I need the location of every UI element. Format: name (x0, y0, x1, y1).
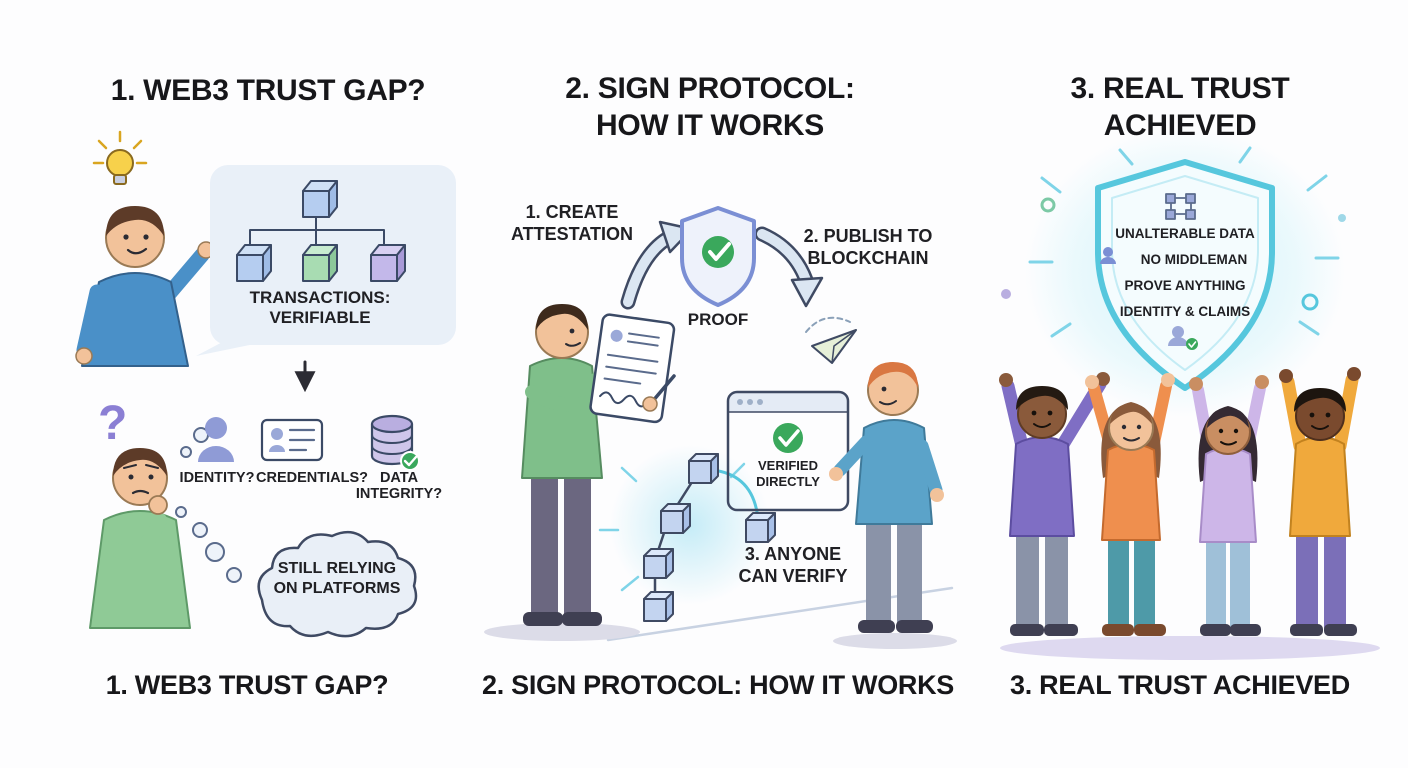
no-middleman-icon (1100, 247, 1116, 264)
step1-label-line1: 1. CREATE (525, 202, 619, 222)
panel1-art (75, 130, 456, 638)
attestor-person (484, 304, 640, 641)
step3-label-line2: CAN VERIFY (738, 566, 848, 586)
panel1-title: 1. WEB3 TRUST GAP? (110, 74, 426, 107)
arrow-proof-to-publish (754, 226, 824, 308)
label-identity: IDENTITY? (179, 470, 255, 486)
label-credentials: CREDENTIALS? (256, 470, 368, 486)
verified-window (726, 390, 850, 512)
panel3-caption: 3. REAL TRUST ACHIEVED (1010, 670, 1350, 700)
question-mark: ? (98, 397, 128, 450)
panel3-art (999, 127, 1380, 660)
verifier-person (829, 362, 957, 649)
ground-line (606, 586, 954, 642)
platforms-cloud (257, 530, 418, 638)
panel2-title: 2. SIGN PROTOCOL: HOW IT WORKS (480, 70, 940, 144)
panel2-title-line2: HOW IT WORKS (595, 109, 825, 142)
step1-label-line2: ATTESTATION (511, 224, 633, 244)
step2-label-line2: BLOCKCHAIN (807, 248, 929, 268)
panel1-caption: 1. WEB3 TRUST GAP? (105, 670, 389, 700)
bubble-text-line1: TRANSACTIONS: (249, 288, 391, 307)
idea-person (75, 206, 215, 367)
proof-label: PROOF (687, 310, 749, 329)
verified-check-icon (773, 423, 803, 453)
sparkles (1028, 146, 1340, 338)
panel2-caption: 2. SIGN PROTOCOL: HOW IT WORKS (481, 670, 955, 700)
data-flow-icon (1165, 193, 1196, 220)
panel2-art (484, 206, 957, 649)
person-amber (1279, 367, 1361, 636)
step3-label-line1: 3. ANYONE (744, 544, 842, 564)
cloud-text-line2: ON PLATFORMS (273, 580, 401, 597)
lightbulb-icon (92, 130, 148, 185)
person-orange (1085, 373, 1175, 636)
panel3-title-line1: 3. REAL TRUST (1070, 72, 1290, 105)
cloud-text-line1: STILL RELYING (277, 560, 397, 577)
identity-icon (198, 417, 234, 462)
attestation-tablet (589, 313, 676, 424)
thinking-person (89, 448, 191, 629)
panel3-title: 3. REAL TRUST ACHIEVED (1010, 70, 1350, 144)
label-data-line1: DATA (379, 470, 419, 486)
trust-shield (1095, 159, 1275, 391)
identity-claims-icon (1168, 326, 1198, 350)
verified-label-line2: DIRECTLY (756, 474, 820, 489)
data-integrity-icon (370, 414, 420, 471)
step2-label-line1: 2. PUBLISH TO (803, 226, 933, 246)
person-lavender (1189, 375, 1269, 636)
deco-dots (1001, 197, 1346, 311)
blockchain-cubes (643, 453, 776, 622)
shield-line-unalterable-data: UNALTERABLE DATA (1115, 226, 1255, 241)
proof-shield-icon (680, 206, 756, 307)
credentials-icon (260, 418, 324, 462)
paper-plane-icon (805, 316, 857, 364)
blockchain-diagram (236, 180, 406, 282)
person-purple (999, 372, 1110, 636)
label-data-line2: INTEGRITY? (355, 486, 443, 502)
shield-line-no-middleman: NO MIDDLEMAN (1140, 252, 1248, 267)
shield-line-prove-anything: PROVE ANYTHING (1124, 278, 1246, 293)
group-shadow (1000, 636, 1380, 660)
pen-icon (642, 374, 676, 412)
bubble-text-line2: VERIFIABLE (269, 308, 371, 327)
thought-dots (175, 427, 242, 583)
panel3-title-line2: ACHIEVED (1103, 109, 1257, 142)
panel2-title-line1: 2. SIGN PROTOCOL: (565, 72, 855, 105)
shield-line-identity-claims: IDENTITY & CLAIMS (1119, 304, 1251, 319)
verified-label-line1: VERIFIED (758, 458, 818, 473)
